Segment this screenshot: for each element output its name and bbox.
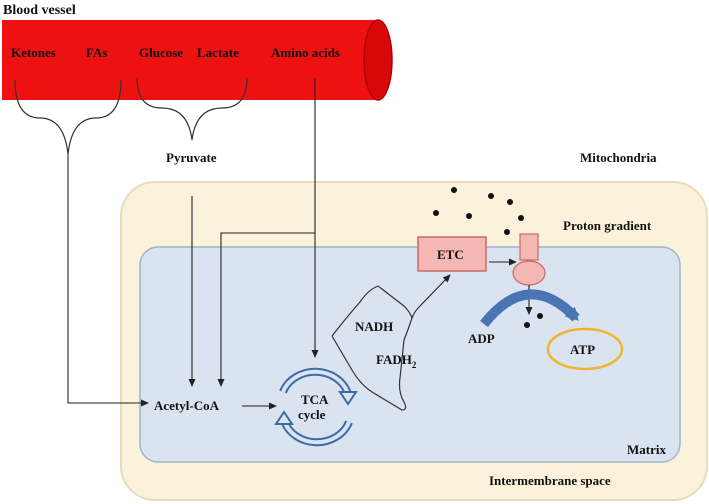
tca-cycle-arrow-top-inner — [281, 369, 350, 395]
atp-ring — [546, 327, 624, 371]
proton-dot — [524, 322, 530, 328]
proton-dot — [433, 210, 439, 216]
label-matrix: Matrix — [627, 442, 666, 457]
blood-vessel — [2, 20, 392, 100]
proton-dot — [466, 213, 472, 219]
label-fas: FAs — [86, 45, 107, 60]
tca-cycle-arrowhead-right — [338, 391, 358, 406]
label-glucose: Glucose — [139, 45, 183, 60]
proton-dot — [504, 229, 510, 235]
label-blood-vessel: Blood vessel — [3, 3, 76, 18]
tca-cycle-arrowhead-left — [274, 410, 294, 425]
tca-cycle-arrow-bottom-inner — [282, 419, 351, 445]
proton-dots-intermembrane — [433, 187, 524, 235]
label-adp: ADP — [468, 331, 495, 346]
label-fadh2-base: FADH — [376, 352, 412, 367]
label-proton-gradient: Proton gradient — [563, 218, 652, 233]
atp-synthase-stalk — [519, 233, 539, 261]
label-intermembrane-space: Intermembrane space — [489, 473, 611, 488]
label-amino-acids: Amino acids — [271, 45, 340, 60]
proton-dots-matrix — [524, 313, 543, 328]
label-pyruvate: Pyruvate — [166, 150, 217, 165]
label-nadh: NADH — [355, 319, 393, 334]
proton-dot — [488, 193, 494, 199]
blood-vessel-end — [363, 19, 393, 101]
brace-glucose-lactate — [136, 77, 248, 141]
arrow-amino-acids-to-acetyl-coa — [217, 232, 315, 387]
label-fadh2-subscript: 2 — [412, 360, 417, 370]
label-tca-line2: cycle — [298, 407, 326, 422]
proton-dot — [518, 215, 524, 221]
label-acetyl-coa: Acetyl-CoA — [154, 398, 220, 413]
label-fadh2: FADH2 — [376, 352, 417, 370]
label-atp: ATP — [570, 342, 595, 357]
label-mitochondria: Mitochondria — [580, 150, 657, 165]
label-lactate: Lactate — [197, 45, 239, 60]
etc-box — [417, 236, 487, 272]
label-tca-line1: TCA — [301, 392, 329, 407]
proton-dot — [451, 187, 457, 193]
proton-dot — [507, 199, 513, 205]
arrow-nadh-to-etc — [419, 274, 451, 307]
brace-nadh-fadh2-line — [331, 285, 421, 411]
proton-dot — [537, 313, 543, 319]
adp-to-atp-arrow — [480, 289, 580, 328]
atp-synthase-head — [512, 260, 546, 286]
arrow-ketones-fas-to-acetyl-coa — [67, 154, 149, 407]
label-ketones: Ketones — [11, 45, 56, 60]
label-etc: ETC — [437, 247, 464, 262]
